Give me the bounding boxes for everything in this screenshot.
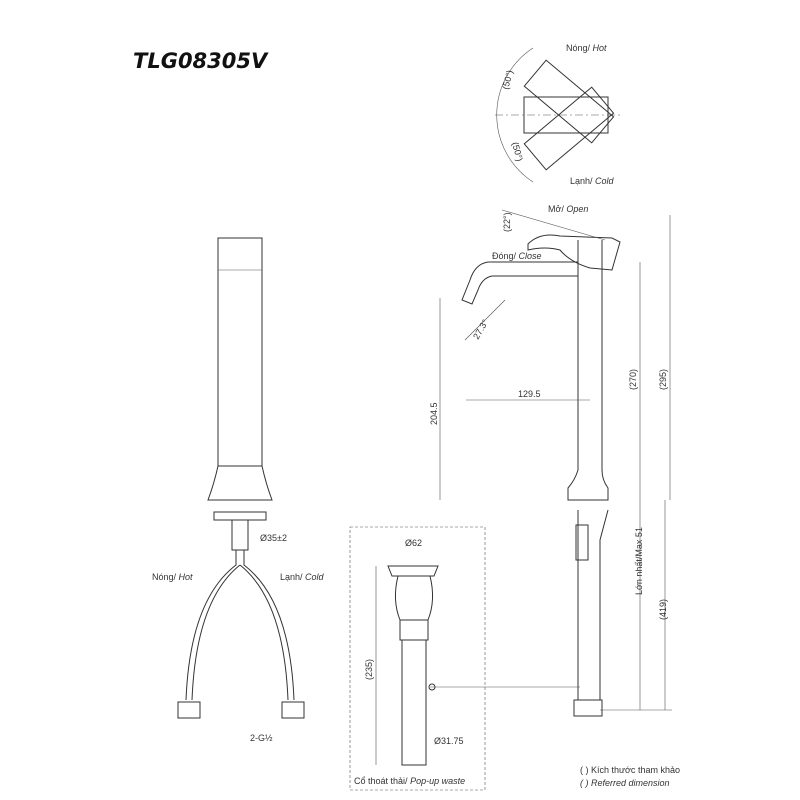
svg-text:129.5: 129.5 — [518, 389, 541, 399]
svg-text:Cổ thoát thải/ Pop-up waste: Cổ thoát thải/ Pop-up waste — [354, 776, 465, 786]
model-title: TLG08305V — [133, 49, 269, 73]
svg-text:Lạnh/ Cold: Lạnh/ Cold — [280, 572, 325, 582]
svg-text:Ø31.75: Ø31.75 — [434, 736, 464, 746]
svg-text:(270): (270) — [628, 369, 638, 390]
svg-text:Lạnh/ Cold: Lạnh/ Cold — [570, 176, 615, 186]
svg-text:Lớn nhất/Max 51: Lớn nhất/Max 51 — [634, 527, 644, 595]
svg-text:2-G½: 2-G½ — [250, 733, 273, 743]
svg-text:(22°): (22°) — [502, 212, 512, 232]
svg-text:27.3°: 27.3° — [471, 317, 490, 341]
svg-text:Nóng/ Hot: Nóng/ Hot — [566, 43, 607, 53]
svg-text:(295): (295) — [658, 369, 668, 390]
top-view: Nóng/ Hot Lạnh/ Cold (50°) (50°) — [495, 43, 620, 186]
svg-text:204.5: 204.5 — [429, 402, 439, 425]
svg-text:( ) Referred dimension: ( ) Referred dimension — [580, 778, 670, 788]
svg-text:Nóng/ Hot: Nóng/ Hot — [152, 572, 193, 582]
svg-text:( ) Kích thước tham khảo: ( ) Kích thước tham khảo — [580, 765, 680, 775]
cold-angle-label: (50°) — [510, 141, 525, 163]
svg-text:Mở/ Open: Mở/ Open — [548, 204, 588, 214]
svg-text:Ø62: Ø62 — [405, 538, 422, 548]
svg-text:(235): (235) — [364, 659, 374, 680]
popup-waste: Ø62 (235) Ø31.75 Cổ thoát thải/ Pop-up w… — [349, 526, 580, 791]
svg-text:Đóng/ Close: Đóng/ Close — [492, 251, 542, 261]
svg-text:(419): (419) — [658, 599, 668, 620]
side-view: Mở/ Open Đóng/ Close (22°) 27.3° 129.5 2… — [429, 204, 672, 717]
svg-text:Ø35±2: Ø35±2 — [260, 533, 287, 543]
front-view: Ø35±2 Nóng/ Hot Lạnh/ Cold 2-G½ — [152, 237, 325, 743]
hot-angle-label: (50°) — [500, 69, 515, 91]
legend: ( ) Kích thước tham khảo ( ) Referred di… — [580, 765, 680, 788]
